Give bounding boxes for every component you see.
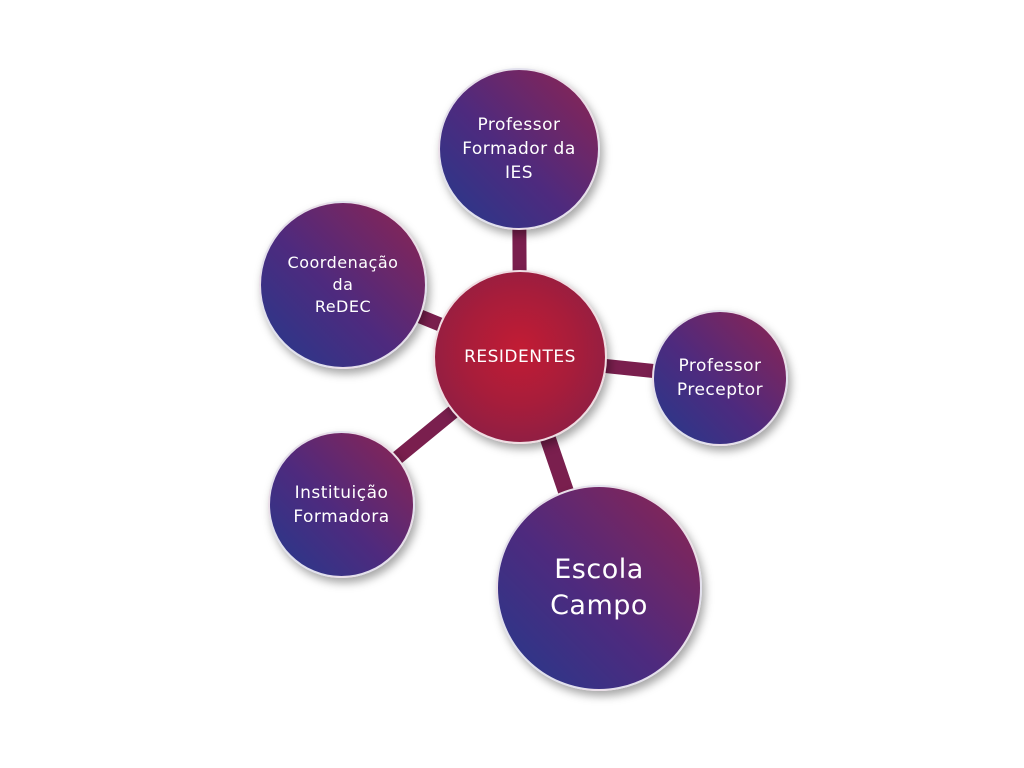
node-residentes-center: RESIDENTES — [433, 270, 607, 444]
node-coordenacao-redec: Coordenação da ReDEC — [259, 201, 427, 369]
node-label: Professor Preceptor — [676, 356, 764, 400]
node-label: Coordenação da ReDEC — [287, 253, 399, 316]
node-professor-preceptor: Professor Preceptor — [652, 310, 788, 446]
node-label: Escola Campo — [550, 554, 648, 621]
center-label: RESIDENTES — [464, 347, 576, 367]
node-professor-formador: Professor Formador da IES — [438, 68, 600, 230]
node-label: Professor Formador da IES — [462, 115, 576, 183]
node-label: Instituição Formadora — [293, 482, 390, 527]
node-instituicao-formadora: Instituição Formadora — [268, 431, 415, 578]
node-escola-campo: Escola Campo — [496, 485, 702, 691]
